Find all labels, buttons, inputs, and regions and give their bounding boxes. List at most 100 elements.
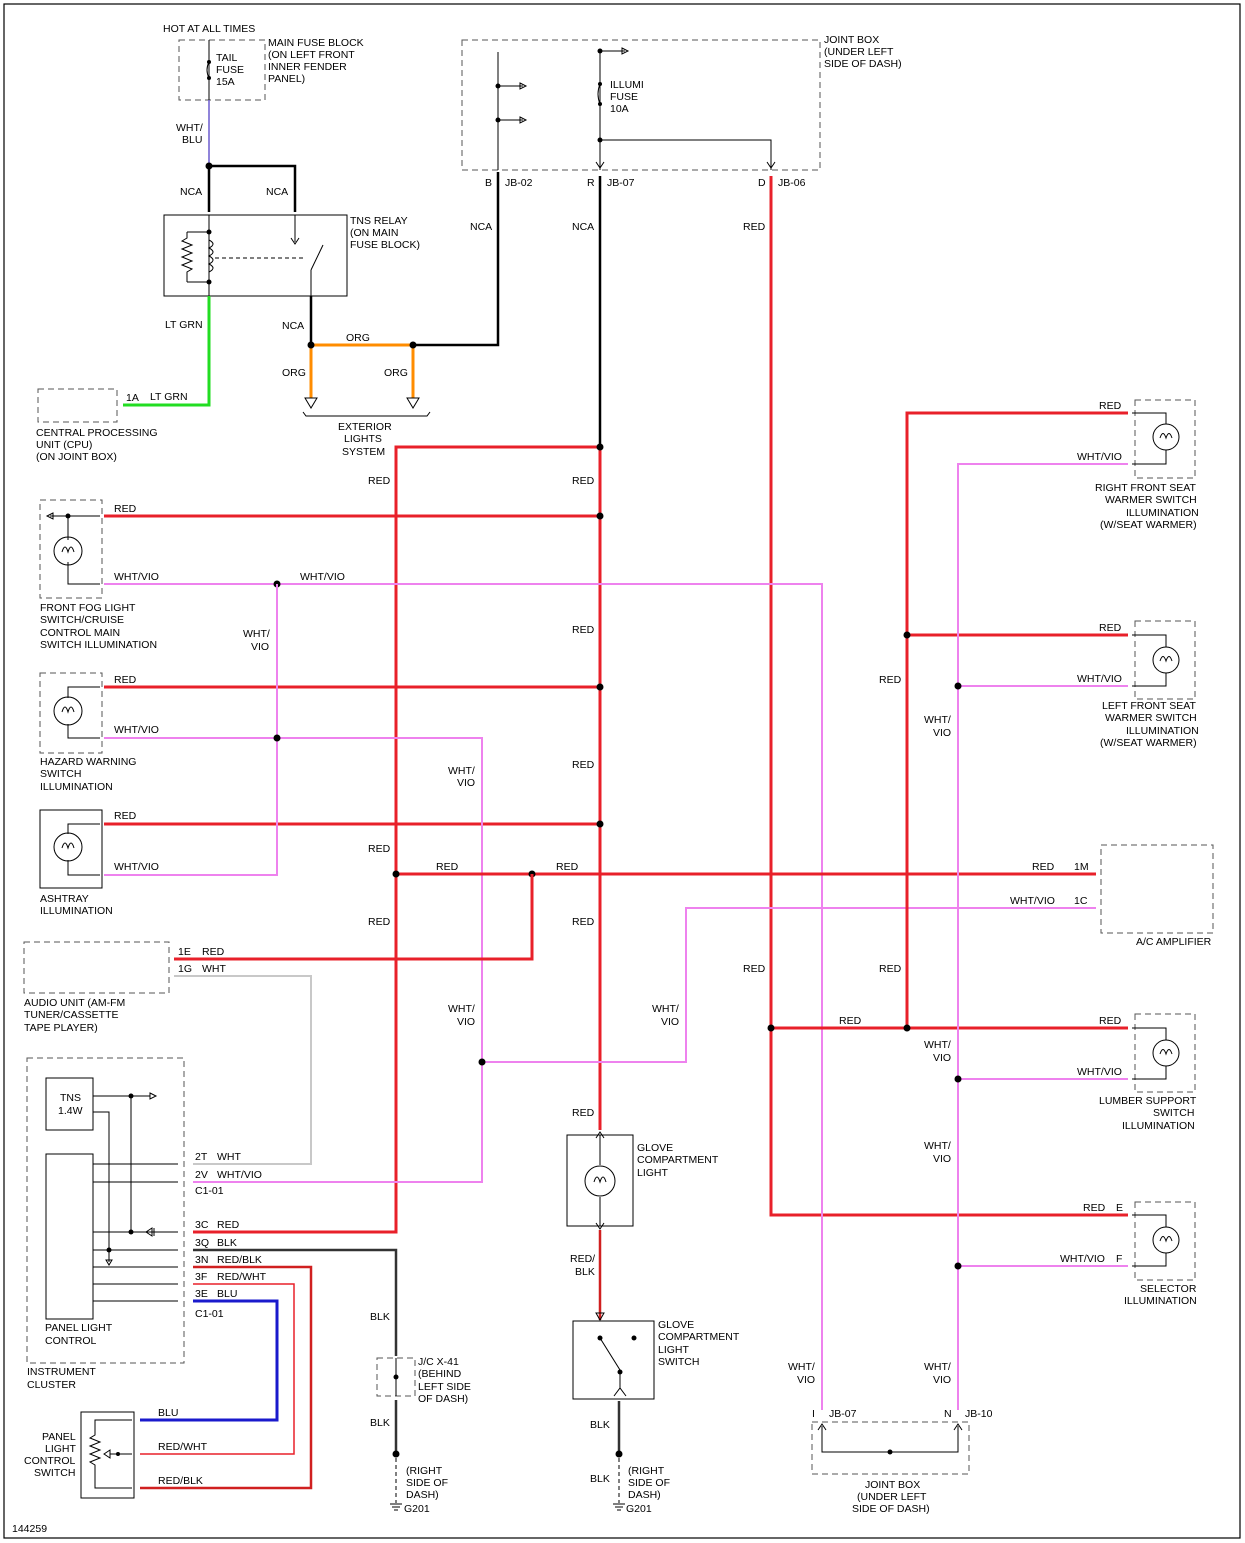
svg-text:ORG: ORG: [384, 367, 408, 379]
svg-text:VIO: VIO: [661, 1016, 679, 1028]
svg-text:G201: G201: [626, 1503, 652, 1515]
svg-text:GLOVE: GLOVE: [658, 1319, 694, 1331]
wire-red-jb06: [769, 176, 1128, 1217]
svg-text:CONTROL MAIN: CONTROL MAIN: [40, 627, 120, 639]
ashtray-illumination: ASHTRAY ILLUMINATION: [39, 809, 113, 917]
svg-text:NCA: NCA: [266, 186, 288, 198]
svg-text:WHT/VIO: WHT/VIO: [1077, 451, 1122, 463]
svg-text:VIO: VIO: [457, 777, 475, 789]
svg-text:EXTERIOR: EXTERIOR: [338, 421, 392, 433]
svg-text:(RIGHT: (RIGHT: [628, 1465, 665, 1477]
svg-text:RED: RED: [572, 759, 595, 771]
svg-text:WHT/VIO: WHT/VIO: [114, 861, 159, 873]
svg-text:FUSE BLOCK): FUSE BLOCK): [350, 239, 420, 251]
svg-text:LIGHTS: LIGHTS: [344, 433, 382, 445]
svg-text:JB-10: JB-10: [965, 1408, 993, 1420]
svg-text:10A: 10A: [610, 103, 629, 115]
wire-red-left-trunk: [193, 445, 600, 1234]
svg-text:TAIL: TAIL: [216, 52, 238, 64]
svg-text:RED: RED: [114, 503, 137, 515]
svg-text:RED/BLK: RED/BLK: [158, 1475, 203, 1487]
audio-unit: AUDIO UNIT (AM-FM TUNER/CASSETTE TAPE PL…: [23, 941, 170, 1034]
svg-text:BLK: BLK: [590, 1473, 610, 1485]
svg-text:LIGHT: LIGHT: [658, 1344, 690, 1356]
svg-text:3C: 3C: [195, 1219, 209, 1231]
svg-text:NCA: NCA: [572, 221, 594, 233]
svg-text:ORG: ORG: [346, 332, 370, 344]
glove-compartment-light: GLOVE COMPARTMENT LIGHT: [566, 1131, 719, 1230]
svg-text:WHT/VIO: WHT/VIO: [114, 571, 159, 583]
svg-text:LEFT SIDE: LEFT SIDE: [418, 1381, 471, 1393]
svg-text:RED: RED: [1032, 861, 1055, 873]
svg-text:LT GRN: LT GRN: [150, 391, 188, 403]
svg-text:RED: RED: [556, 861, 579, 873]
instrument-cluster: TNS 1.4W PANEL LIGHT CONTROL INSTRUMENT …: [26, 1057, 267, 1391]
svg-text:SELECTOR: SELECTOR: [1140, 1283, 1197, 1295]
svg-text:INSTRUMENT: INSTRUMENT: [27, 1366, 96, 1378]
svg-text:G201: G201: [404, 1503, 430, 1515]
right-front-seat-warmer-illumination: RIGHT FRONT SEAT WARMER SWITCH ILLUMINAT…: [1095, 399, 1199, 531]
svg-text:2T: 2T: [195, 1151, 208, 1163]
svg-text:D: D: [758, 177, 766, 189]
svg-text:RIGHT FRONT SEAT: RIGHT FRONT SEAT: [1095, 482, 1197, 494]
svg-text:OF DASH): OF DASH): [418, 1393, 468, 1405]
svg-text:HOT AT ALL TIMES: HOT AT ALL TIMES: [163, 23, 255, 35]
diagram-id: 144259: [12, 1523, 47, 1535]
svg-text:WHT/: WHT/: [448, 1003, 475, 1015]
ground-g201-mid: (RIGHT SIDE OF DASH) G201: [613, 1465, 670, 1515]
svg-text:RED: RED: [368, 475, 391, 487]
svg-text:VIO: VIO: [933, 1374, 951, 1386]
wire-wht-vio-hazard-ashtray: [104, 584, 483, 1183]
svg-text:J/C X-41: J/C X-41: [418, 1356, 459, 1368]
svg-text:VIO: VIO: [933, 727, 951, 739]
svg-text:RED: RED: [572, 916, 595, 928]
lumber-support-switch-illumination: LUMBER SUPPORT SWITCH ILLUMINATION: [1099, 1013, 1197, 1132]
svg-text:2V: 2V: [195, 1169, 208, 1181]
hazard-switch-illumination: HAZARD WARNING SWITCH ILLUMINATION: [39, 672, 136, 793]
svg-text:I: I: [812, 1408, 815, 1420]
svg-text:BLK: BLK: [370, 1417, 390, 1429]
svg-text:F: F: [1116, 1253, 1122, 1265]
svg-text:COMPARTMENT: COMPARTMENT: [637, 1154, 719, 1166]
svg-text:ILLUMINATION: ILLUMINATION: [1126, 725, 1199, 737]
svg-text:BLK: BLK: [575, 1266, 595, 1278]
svg-text:VIO: VIO: [251, 641, 269, 653]
svg-text:RED: RED: [572, 1107, 595, 1119]
svg-text:WHT/VIO: WHT/VIO: [300, 571, 345, 583]
svg-text:SWITCH: SWITCH: [658, 1356, 699, 1368]
panel-light-control-switch: PANEL LIGHT CONTROL SWITCH BLU RED/WHT R…: [24, 1407, 208, 1499]
svg-text:WARMER SWITCH: WARMER SWITCH: [1105, 712, 1197, 724]
svg-text:1A: 1A: [126, 392, 139, 404]
svg-text:RED: RED: [572, 475, 595, 487]
svg-text:TAPE PLAYER): TAPE PLAYER): [24, 1022, 98, 1034]
svg-text:SIDE OF: SIDE OF: [406, 1477, 448, 1489]
svg-text:1C: 1C: [1074, 895, 1088, 907]
svg-text:RED/WHT: RED/WHT: [217, 1271, 267, 1283]
svg-text:RED: RED: [217, 1219, 240, 1231]
wire-blk-3q: [193, 1248, 398, 1356]
svg-text:SIDE OF: SIDE OF: [628, 1477, 670, 1489]
svg-text:1.4W: 1.4W: [58, 1105, 83, 1117]
svg-text:WHT/: WHT/: [243, 628, 270, 640]
svg-text:WHT: WHT: [202, 963, 226, 975]
svg-text:RED: RED: [1099, 622, 1122, 634]
svg-text:WHT/VIO: WHT/VIO: [1077, 673, 1122, 685]
svg-text:WHT/VIO: WHT/VIO: [1010, 895, 1055, 907]
svg-text:BLU: BLU: [182, 134, 202, 146]
joint-box-top: ILLUMI FUSE 10A JOINT BOX (UNDER LEFT SI…: [461, 34, 902, 189]
cpu: 1A CENTRAL PROCESSING UNIT (CPU) (ON JOI…: [36, 388, 158, 463]
wire-wht-vio-fog: [104, 583, 823, 1410]
svg-text:WHT/: WHT/: [924, 714, 951, 726]
svg-text:(RIGHT: (RIGHT: [406, 1465, 443, 1477]
svg-text:RED: RED: [839, 1015, 862, 1027]
wire-wht-vio-right-trunk: [957, 463, 1128, 1410]
svg-text:3F: 3F: [195, 1271, 207, 1283]
svg-text:RED: RED: [1099, 400, 1122, 412]
svg-text:ASHTRAY: ASHTRAY: [40, 893, 89, 905]
svg-text:SIDE OF DASH): SIDE OF DASH): [824, 58, 902, 70]
svg-text:BLK: BLK: [370, 1311, 390, 1323]
svg-text:WHT/VIO: WHT/VIO: [1077, 1066, 1122, 1078]
svg-text:WHT/: WHT/: [652, 1003, 679, 1015]
svg-text:(UNDER LEFT: (UNDER LEFT: [824, 46, 894, 58]
svg-text:WHT/: WHT/: [924, 1140, 951, 1152]
